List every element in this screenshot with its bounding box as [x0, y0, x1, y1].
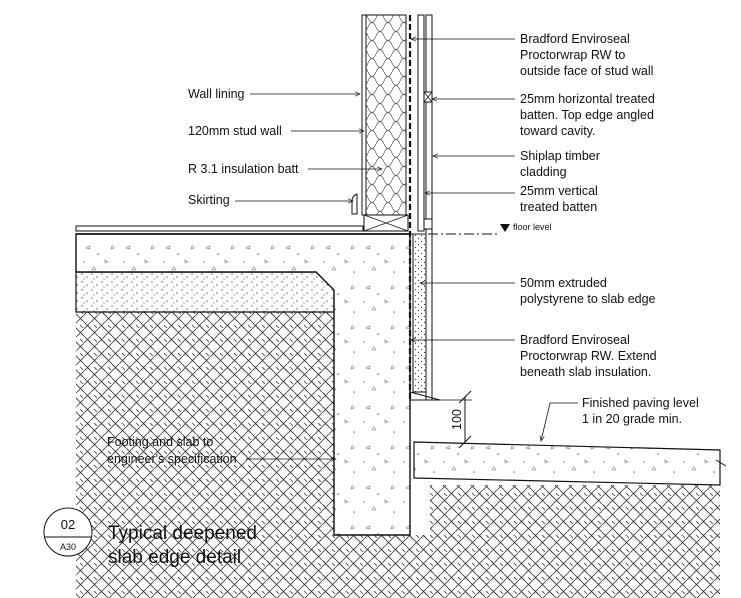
label-hbatten-1: 25mm horizontal treated — [520, 92, 655, 106]
drawing-title-line2: slab edge detail — [108, 547, 241, 568]
label-hbatten-2: batten. Top edge angled — [520, 108, 654, 122]
floor-lining — [75, 225, 364, 232]
wall-lining — [361, 14, 367, 216]
label-footing-1: Footing and slab to — [107, 435, 213, 449]
label-wall-lining: Wall lining — [188, 87, 245, 101]
vertical-batten — [417, 14, 425, 232]
sand-bedding — [75, 271, 335, 313]
label-xps-2: polystyrene to slab edge — [520, 292, 656, 306]
xps-insulation — [412, 233, 427, 393]
concrete-slab — [75, 233, 411, 536]
label-wrap-2: Proctorwrap RW to — [520, 48, 625, 62]
label-wrap-3: outside face of stud wall — [520, 64, 653, 78]
label-vbatten-1: 25mm vertical — [520, 184, 598, 198]
label-skirting: Skirting — [188, 193, 230, 207]
drawing-title-line1: Typical deepened — [108, 523, 257, 544]
floor-level-label: floor level — [513, 222, 552, 232]
dimension-label: 100 — [450, 409, 464, 430]
label-paving-2: 1 in 20 grade min. — [582, 412, 682, 426]
detail-number: 02 — [61, 517, 75, 532]
skirting — [351, 193, 358, 215]
label-insulation: R 3.1 insulation batt — [188, 162, 299, 176]
label-wrap-1: Bradford Enviroseal — [520, 32, 630, 46]
label-vbatten-2: treated batten — [520, 200, 597, 214]
label-wrap2-2: Proctorwrap RW. Extend — [520, 349, 657, 363]
label-wrap2-1: Bradford Enviroseal — [520, 333, 630, 347]
label-hbatten-3: toward cavity. — [520, 124, 596, 138]
paving — [413, 441, 721, 486]
label-xps-1: 50mm extruded — [520, 276, 607, 290]
label-paving-1: Finished paving level — [582, 396, 699, 410]
insulation-batt — [365, 14, 407, 216]
label-cladding-2: cladding — [520, 165, 567, 179]
sheet-number: A30 — [60, 542, 76, 552]
label-footing-2: engineer's specification — [107, 452, 237, 466]
label-wrap2-3: beneath slab insulation. — [520, 365, 651, 379]
detail-bubble — [43, 507, 93, 557]
earth-fill — [76, 312, 720, 598]
cladding — [425, 14, 433, 401]
label-stud-wall: 120mm stud wall — [188, 124, 282, 138]
label-cladding-1: Shiplap timber — [520, 149, 600, 163]
